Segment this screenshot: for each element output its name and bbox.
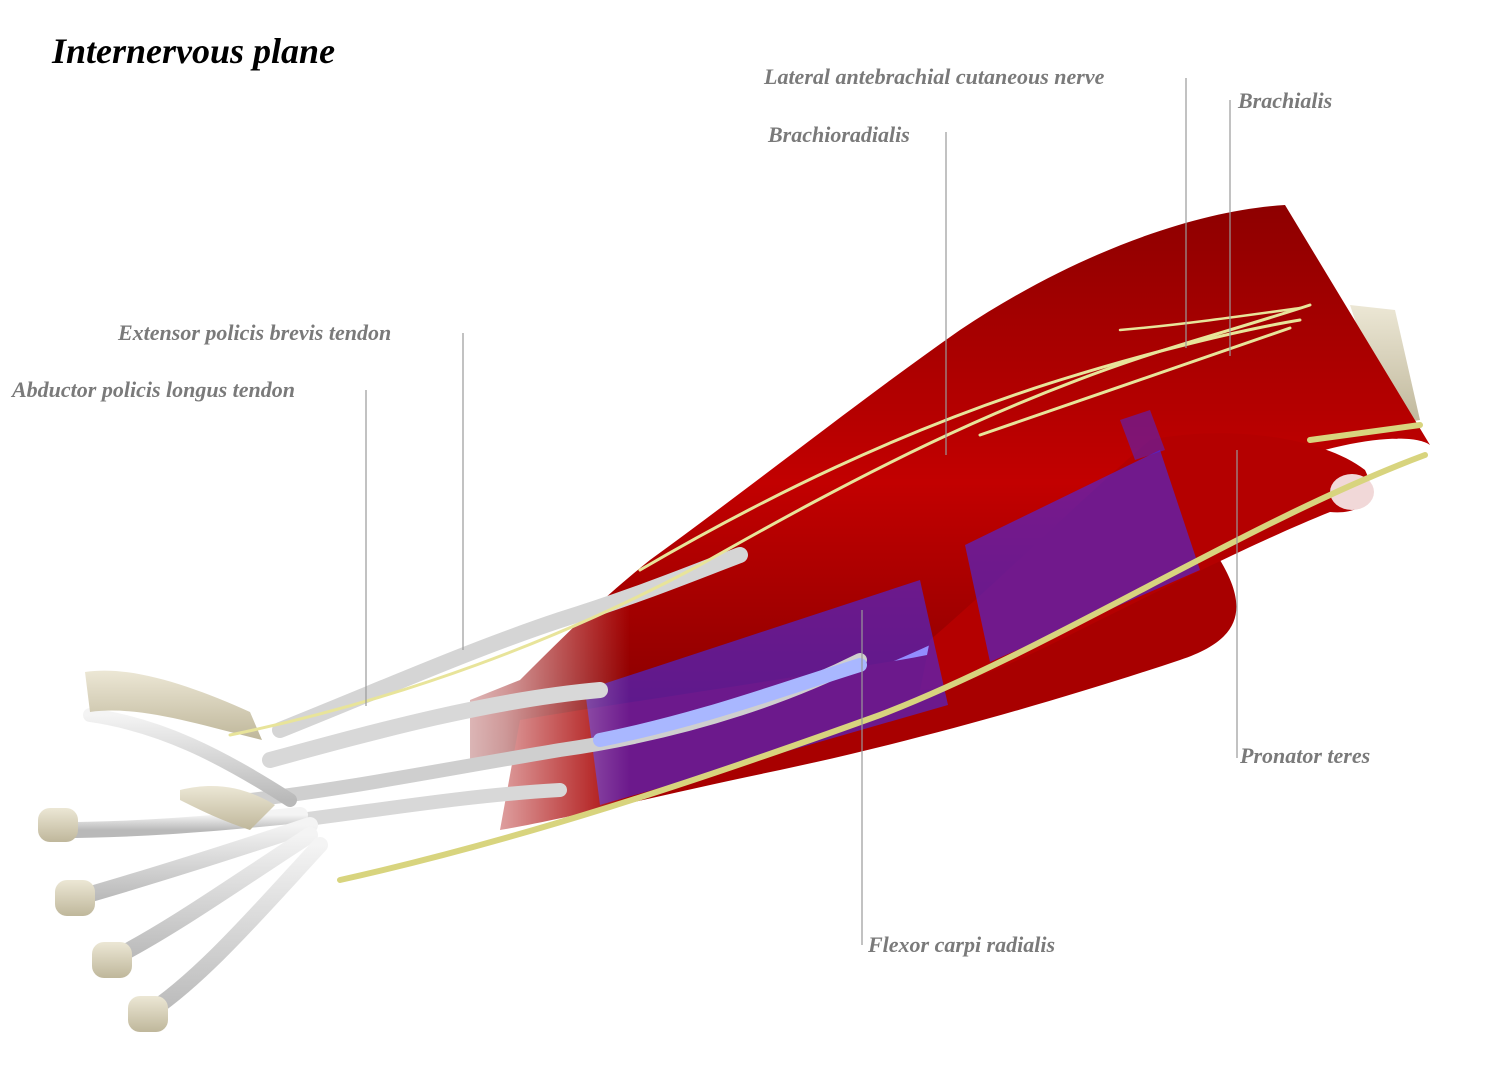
flexor-carpi-radialis-tendon <box>593 658 867 747</box>
label-brachialis: Brachialis <box>1238 88 1333 113</box>
label-lateral-antebrachial-cutaneous-nerve: Lateral antebrachial cutaneous nerve <box>764 64 1105 89</box>
label-flexor-carpi-radialis: Flexor carpi radialis <box>868 932 1056 957</box>
leader-lines <box>365 78 1238 945</box>
label-pronator-teres: Pronator teres <box>1240 743 1371 768</box>
hand-bones <box>38 670 275 1032</box>
nerves <box>228 303 1428 883</box>
internervous-plane-overlay-proximal <box>965 450 1200 662</box>
diagram-title: Internervous plane <box>52 31 336 71</box>
internervous-plane-strip <box>1120 410 1165 460</box>
tendons <box>52 547 867 1023</box>
label-extensor-policis-brevis-tendon: Extensor policis brevis tendon <box>118 320 392 345</box>
label-abductor-policis-longus-tendon: Abductor policis longus tendon <box>12 377 296 402</box>
label-brachioradialis: Brachioradialis <box>768 122 910 147</box>
humerus-stub <box>1350 305 1420 425</box>
